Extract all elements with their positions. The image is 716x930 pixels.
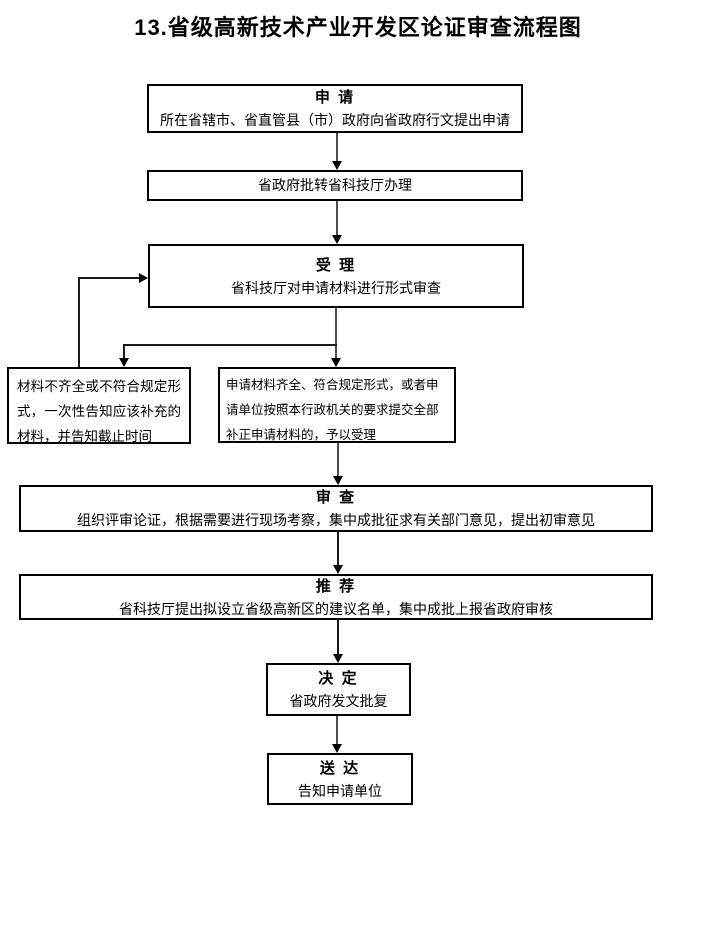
- flow-node-apply: 申 请 所在省辖市、省直管县（市）政府向省政府行文提出申请: [147, 84, 523, 133]
- flow-node-accept-header: 受 理: [315, 256, 357, 274]
- connector-feedback-horizontal: [78, 277, 139, 279]
- flow-node-decide: 决 定 省政府发文批复: [266, 663, 411, 716]
- flow-node-transfer: 省政府批转省科技厅办理: [147, 170, 523, 201]
- arrow-down-icon: [332, 235, 342, 244]
- arrow-right-icon: [139, 273, 148, 283]
- arrow-down-icon: [331, 358, 341, 367]
- flow-node-deliver-body: 告知申请单位: [298, 782, 382, 799]
- connector-decide-deliver: [336, 716, 338, 745]
- flow-node-incomplete-body: 材料不齐全或不符合规定形式，一次性告知应该补充的材料，并告知截止时间: [17, 379, 181, 444]
- flow-node-review-header: 审 查: [315, 489, 357, 506]
- flow-node-apply-body: 所在省辖市、省直管县（市）政府向省政府行文提出申请: [160, 112, 510, 128]
- flow-node-deliver: 送 达 告知申请单位: [267, 753, 413, 805]
- flow-node-recommend-header: 推 荐: [315, 577, 357, 595]
- connector-apply-transfer: [336, 133, 338, 162]
- flow-node-accept-body: 省科技厅对申请材料进行形式审查: [231, 279, 441, 296]
- connector-feedback-vertical: [78, 277, 80, 367]
- connector-recommend-decide: [337, 620, 339, 655]
- flow-node-deliver-header: 送 达: [319, 759, 361, 777]
- arrow-down-icon: [333, 476, 343, 485]
- arrow-down-icon: [333, 654, 343, 663]
- flow-node-recommend: 推 荐 省科技厅提出拟设立省级高新区的建议名单，集中成批上报省政府审核: [19, 574, 653, 620]
- flow-node-decide-header: 决 定: [318, 670, 359, 687]
- flow-node-complete: 申请材料齐全、符合规定形式，或者申请单位按照本行政机关的要求提交全部补正申请材料…: [218, 367, 456, 443]
- flow-node-transfer-body: 省政府批转省科技厅办理: [258, 177, 412, 193]
- flow-node-complete-body: 申请材料齐全、符合规定形式，或者申请单位按照本行政机关的要求提交全部补正申请材料…: [226, 378, 439, 442]
- page-title: 13.省级高新技术产业开发区论证审查流程图: [134, 15, 582, 40]
- connector-accept-complete: [335, 308, 337, 358]
- flow-node-review-body: 组织评审论证，根据需要进行现场考察，集中成批征求有关部门意见，提出初审意见: [77, 512, 595, 528]
- connector-transfer-accept: [336, 201, 338, 235]
- connector-review-recommend: [337, 532, 339, 566]
- flow-node-apply-header: 申 请: [314, 89, 356, 106]
- flow-node-incomplete: 材料不齐全或不符合规定形式，一次性告知应该补充的材料，并告知截止时间: [7, 367, 191, 444]
- flow-node-accept: 受 理 省科技厅对申请材料进行形式审查: [148, 244, 524, 308]
- connector-branch-horizontal: [123, 344, 337, 346]
- connector-branch-incomplete: [123, 344, 125, 358]
- flow-node-review: 审 查 组织评审论证，根据需要进行现场考察，集中成批征求有关部门意见，提出初审意…: [19, 485, 653, 532]
- flow-node-decide-body: 省政府发文批复: [289, 693, 388, 709]
- arrow-down-icon: [119, 358, 129, 367]
- arrow-down-icon: [333, 565, 343, 574]
- arrow-down-icon: [332, 161, 342, 170]
- flow-node-recommend-body: 省科技厅提出拟设立省级高新区的建议名单，集中成批上报省政府审核: [119, 600, 553, 617]
- arrow-down-icon: [332, 744, 342, 753]
- connector-complete-review: [337, 443, 339, 477]
